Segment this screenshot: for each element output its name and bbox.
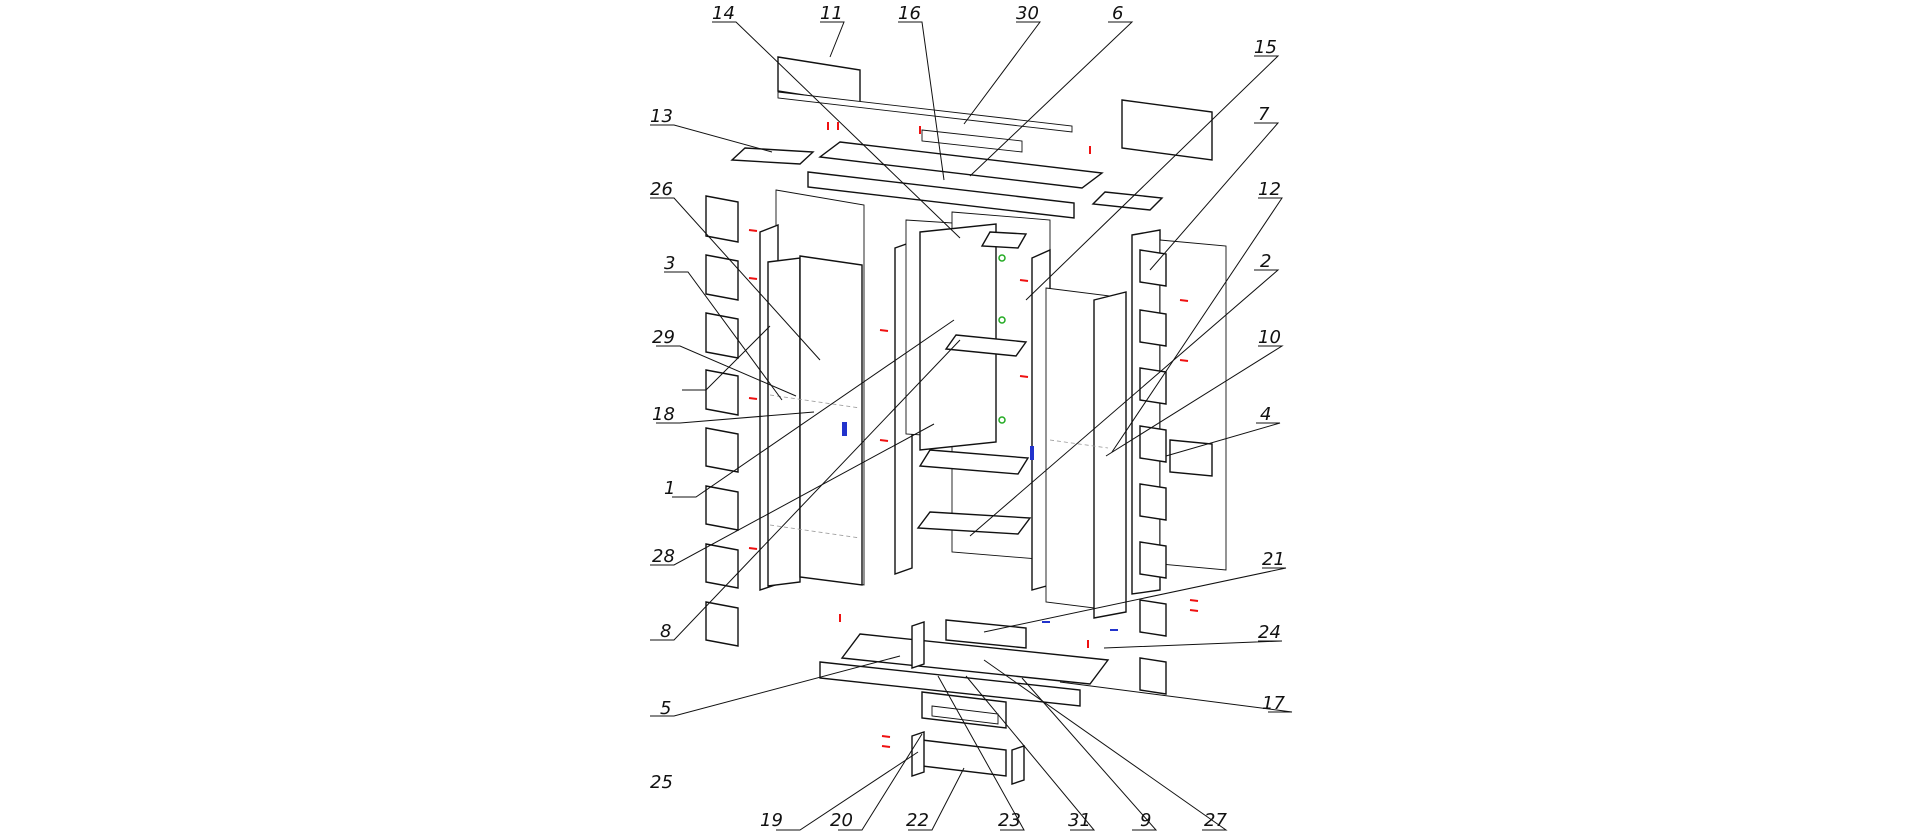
panel-1 xyxy=(799,255,863,586)
panel-24 xyxy=(840,633,1110,685)
label-21: 21 xyxy=(1262,549,1285,570)
panel-16 xyxy=(921,129,1023,153)
label-10: 10 xyxy=(1258,327,1281,348)
right-small-panels xyxy=(1139,249,1213,695)
label-24: 24 xyxy=(1258,622,1281,643)
centre-section xyxy=(894,211,1051,591)
panel-4-small xyxy=(1169,439,1213,477)
label-30: 30 xyxy=(1016,3,1039,24)
handle-left xyxy=(842,422,847,436)
left-section xyxy=(759,189,865,591)
label-14: 14 xyxy=(712,3,735,24)
panel-7 xyxy=(1121,99,1213,161)
box-23 xyxy=(921,739,1007,777)
label-26: 26 xyxy=(650,179,673,200)
top-panels xyxy=(730,56,1213,219)
label-23: 23 xyxy=(998,810,1021,831)
label-31: 31 xyxy=(1068,810,1091,831)
label-28: 28 xyxy=(652,546,675,567)
panel-14 xyxy=(807,171,1075,219)
label-7: 7 xyxy=(1258,104,1270,125)
handle-right xyxy=(1030,446,1034,460)
label-25: 25 xyxy=(650,772,673,793)
label-5: 5 xyxy=(660,698,671,719)
label-2: 2 xyxy=(1260,251,1271,272)
panel-13 xyxy=(730,147,815,165)
label-6: 6 xyxy=(1112,3,1123,24)
label-12: 12 xyxy=(1258,179,1281,200)
box-left-25 xyxy=(911,621,925,669)
right-section xyxy=(1030,229,1227,619)
left-small-panels xyxy=(705,195,739,647)
label-1: 1 xyxy=(664,478,675,499)
base-assembly xyxy=(819,619,1110,785)
label-18: 18 xyxy=(652,404,675,425)
panel-22 xyxy=(931,705,999,725)
panel-9-right xyxy=(1011,745,1025,785)
label-20: 20 xyxy=(830,810,853,831)
panel-15 xyxy=(1091,191,1164,211)
label-19: 19 xyxy=(760,810,783,831)
panel-7-side xyxy=(1159,239,1227,571)
shelf-27 xyxy=(918,449,1030,475)
part-number-labels: 14 11 16 30 6 15 13 7 26 12 3 2 29 10 18… xyxy=(650,3,1285,831)
panel-19 xyxy=(911,731,925,777)
leader-lines xyxy=(650,21,1293,831)
panel-30 xyxy=(777,91,1073,133)
panel-17 xyxy=(819,661,1081,707)
label-29: 29 xyxy=(652,327,675,348)
label-15: 15 xyxy=(1254,37,1277,58)
shelf-mid xyxy=(944,334,1028,357)
panel-6 xyxy=(818,141,1104,189)
panel-18 xyxy=(767,257,801,587)
label-16: 16 xyxy=(898,3,921,24)
label-11: 11 xyxy=(820,3,843,24)
fastener-markers xyxy=(748,122,1199,748)
label-13: 13 xyxy=(650,106,673,127)
label-3: 3 xyxy=(664,253,675,274)
label-8: 8 xyxy=(660,621,671,642)
label-27: 27 xyxy=(1204,810,1227,831)
label-4: 4 xyxy=(1260,404,1271,425)
label-17: 17 xyxy=(1262,693,1285,714)
shelf-9 xyxy=(916,511,1032,535)
panel-10 xyxy=(1093,291,1127,619)
label-22: 22 xyxy=(906,810,929,831)
label-9: 9 xyxy=(1140,810,1151,831)
shelf-upper xyxy=(980,231,1028,249)
